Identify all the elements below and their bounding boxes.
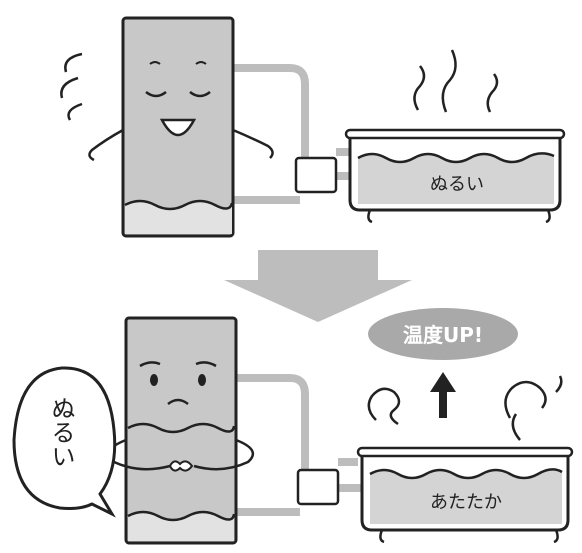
speech-text: ぬるい: [47, 396, 75, 468]
transition-arrow: [224, 250, 412, 322]
top-tank-right-arm: [232, 128, 274, 159]
bottom-steam: [367, 375, 563, 441]
bottom-tank-mouth: [167, 398, 189, 406]
bottom-valve-box: [296, 468, 340, 506]
bottom-pipe-upper: [236, 374, 309, 470]
temperature-up-arrow: [430, 372, 456, 418]
top-tank-right-eye: [189, 90, 211, 98]
top-tank-mouth: [159, 118, 197, 137]
bottom-bath-water: [370, 469, 562, 524]
top-motion-lines: [60, 52, 83, 121]
bottom-tank-left-brow: [139, 361, 161, 368]
top-steam: [413, 49, 499, 113]
top-bath-label: ぬるい: [430, 174, 484, 195]
top-tank-left-arm: [88, 128, 124, 162]
top-valve-box: [294, 156, 338, 194]
top-tank-water-line: [125, 201, 232, 234]
temperature-bubble-label: 温度UP!: [403, 323, 483, 347]
top-panel: ぬるい: [60, 16, 566, 238]
speech-balloon: [12, 366, 117, 518]
bottom-tank-left-eye: [150, 374, 158, 386]
top-tank-left-eye: [145, 90, 167, 98]
bottom-tank-hands: [168, 460, 194, 472]
top-bath-water: [358, 153, 554, 204]
bottom-tank-right-eye: [198, 374, 206, 386]
bottom-tank-water-line: [128, 512, 234, 541]
temperature-bubble: [368, 308, 518, 360]
bottom-bath-label: あたたか: [430, 492, 502, 513]
bottom-tank-right-brow: [195, 361, 217, 368]
bottom-panel: 温度UP! あたたか: [12, 308, 574, 545]
top-pipe-upper: [232, 64, 309, 160]
